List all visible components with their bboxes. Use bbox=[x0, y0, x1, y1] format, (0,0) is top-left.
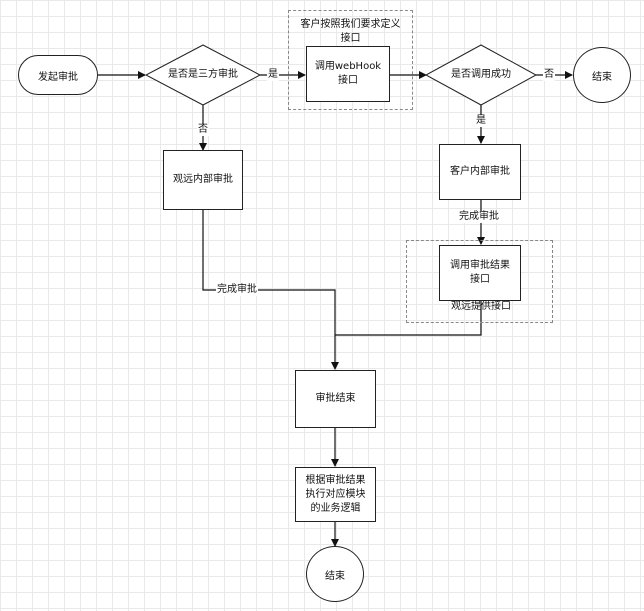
edge-label-complete-right: 完成审批 bbox=[458, 211, 500, 223]
edge-result-api-to-approval-end bbox=[335, 301, 482, 336]
decision-call-success-label: 是否调用成功 bbox=[451, 69, 511, 80]
execute-logic-box: 根据审批结果 执行对应模块 的业务逻辑 bbox=[295, 467, 376, 522]
edge-label-no-third-party: 否 bbox=[197, 124, 209, 136]
edge-internal-to-approval-end bbox=[202, 210, 339, 370]
customer-internal-approval-box: 客户内部审批 bbox=[439, 144, 521, 200]
internal-approval-gy-box: 观远内部审批 bbox=[163, 150, 243, 210]
edge-label-no-call-success: 否 bbox=[543, 69, 555, 81]
start-terminator: 发起审批 bbox=[18, 55, 98, 95]
decision-call-success-shape bbox=[424, 44, 538, 106]
webhook-group-title: 客户按照我们要求定义 接口 bbox=[300, 19, 401, 44]
edge-label-yes-third-party: 是 bbox=[267, 69, 279, 81]
end-bottom-terminator: 结束 bbox=[306, 546, 364, 602]
call-result-api-box: 调用审批结果 接口 bbox=[439, 245, 521, 301]
approval-end-box: 审批结束 bbox=[295, 370, 376, 428]
edge-label-complete-left: 完成审批 bbox=[216, 284, 258, 296]
gy-api-group bbox=[406, 240, 553, 323]
decision-third-party-label: 是否是三方审批 bbox=[168, 69, 238, 80]
webhook-group bbox=[288, 10, 413, 110]
decision-third-party-shape bbox=[144, 44, 262, 106]
end-top-terminator: 结束 bbox=[573, 47, 631, 103]
edge-label-yes-call-success: 是 bbox=[475, 115, 487, 127]
call-webhook-box: 调用webHook 接口 bbox=[306, 46, 390, 102]
gy-api-group-title: 观远提供接口 bbox=[451, 301, 511, 312]
